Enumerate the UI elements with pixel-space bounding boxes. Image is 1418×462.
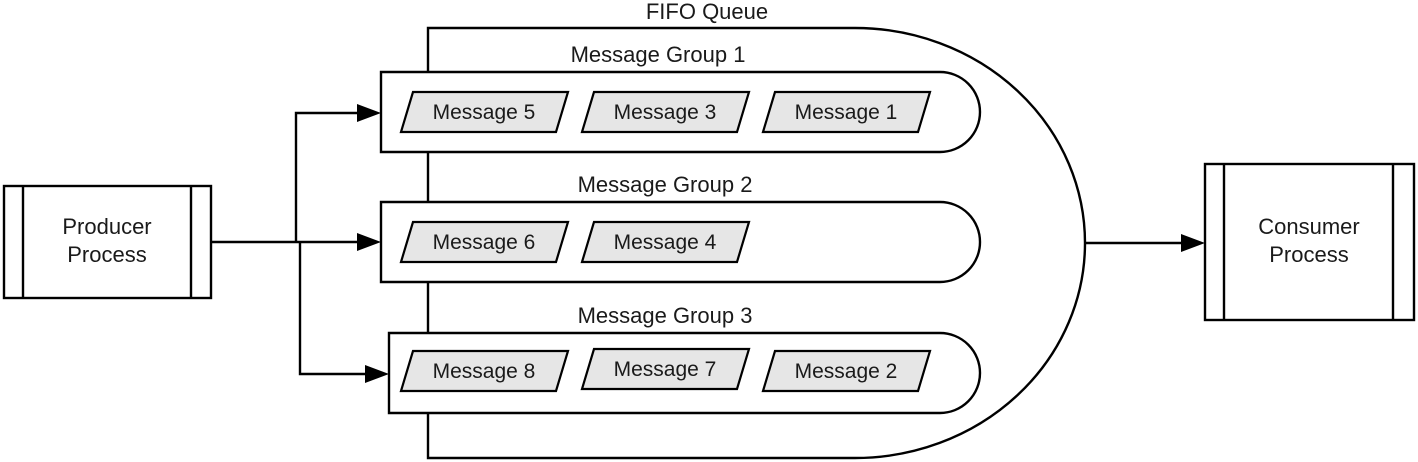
- message-group-1-title: Message Group 1: [571, 42, 746, 67]
- message-card: Message 3: [580, 90, 751, 134]
- message-label: Message 5: [433, 101, 536, 124]
- producer-connectors: [211, 111, 368, 376]
- message-group-2-title: Message Group 2: [578, 172, 753, 197]
- producer-process: Producer Process: [2, 184, 213, 300]
- message-label: Message 6: [433, 231, 536, 254]
- message-card: Message 4: [580, 220, 751, 264]
- producer-label-line1: Producer: [62, 214, 151, 239]
- fifo-queue-title: FIFO Queue: [646, 0, 768, 24]
- message-group-3: Message Group 3 Message 8 Message 7 Mess…: [387, 303, 982, 415]
- arrowhead-to-group-3: [365, 365, 389, 383]
- arrowhead-to-consumer: [1181, 234, 1205, 252]
- consumer-label-line1: Consumer: [1258, 214, 1359, 239]
- message-card: Message 1: [761, 90, 932, 134]
- arrowhead-to-group-1: [357, 104, 381, 122]
- message-label: Message 7: [614, 358, 717, 381]
- message-label: Message 1: [795, 101, 898, 124]
- message-label: Message 8: [433, 360, 536, 383]
- message-card: Message 2: [761, 349, 932, 393]
- arrowhead-to-group-2: [357, 233, 381, 251]
- message-card: Message 6: [399, 220, 570, 264]
- producer-label-line2: Process: [67, 242, 146, 267]
- message-label: Message 3: [614, 101, 717, 124]
- message-card: Message 8: [399, 349, 570, 393]
- consumer-process: Consumer Process: [1203, 162, 1416, 322]
- message-group-2: Message Group 2 Message 6 Message 4: [379, 172, 982, 284]
- consumer-label-line2: Process: [1269, 242, 1348, 267]
- message-group-1: Message Group 1 Message 5 Message 3 Mess…: [379, 42, 982, 154]
- message-card: Message 7: [580, 347, 751, 391]
- message-label: Message 2: [795, 360, 898, 383]
- message-card: Message 5: [399, 90, 570, 134]
- message-label: Message 4: [614, 231, 717, 254]
- message-group-3-title: Message Group 3: [578, 303, 753, 328]
